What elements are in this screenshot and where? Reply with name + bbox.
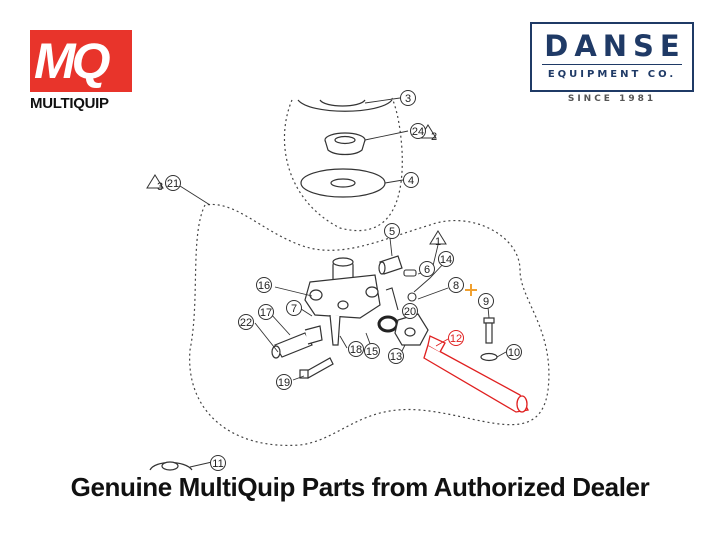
- callout-label-3: 3: [405, 93, 411, 105]
- callout-label-18: 18: [350, 344, 362, 356]
- callout-label-9: 9: [483, 296, 489, 308]
- part-shaft-highlighted: [423, 335, 529, 413]
- callout-circle: [210, 455, 226, 471]
- callout-circle: [403, 172, 419, 188]
- assembly-outline: [189, 97, 550, 446]
- multiquip-logo: MQ MULTIQUIP: [30, 30, 150, 112]
- callout-label-20: 20: [404, 306, 416, 318]
- callout-circle: [348, 341, 364, 357]
- callout-circle: [400, 90, 416, 106]
- callout-circle: [402, 303, 418, 319]
- callout-label-7: 7: [291, 303, 297, 315]
- callout-circle: [258, 304, 274, 320]
- part-washer: [300, 168, 386, 198]
- part-housing: [304, 257, 381, 346]
- callout-circle: [238, 314, 254, 330]
- callout-circle: [256, 277, 272, 293]
- mq-badge: MQ: [30, 30, 132, 92]
- callout-label-12: 12: [450, 333, 462, 345]
- callout-label-1: 1: [435, 236, 441, 248]
- mq-logo-text: MQ: [34, 33, 111, 89]
- callout-circle: [276, 374, 292, 390]
- callout-label-15: 15: [366, 346, 378, 358]
- callout-circle: [364, 343, 380, 359]
- callout-circle: [165, 175, 181, 191]
- part-o-ring: [377, 315, 399, 333]
- callout-label-19: 19: [278, 377, 290, 389]
- callout-label-5: 5: [389, 226, 395, 238]
- danse-since: SINCE 1981: [567, 94, 657, 104]
- plus-marker-icon: [465, 284, 477, 296]
- footer-tagline: Genuine MultiQuip Parts from Authorized …: [70, 472, 650, 502]
- callout-circle: [286, 300, 302, 316]
- callout-label-13: 13: [390, 351, 402, 363]
- part-adjust-shaft: [271, 325, 323, 359]
- part-bolt-19: [299, 357, 334, 379]
- callout-circle: [478, 293, 494, 309]
- callout-label-4: 4: [408, 175, 414, 187]
- callout-circle: [419, 261, 435, 277]
- callout-circle: [438, 251, 454, 267]
- callout-circle: [448, 330, 464, 346]
- callout-circle: [384, 223, 400, 239]
- danse-subtitle: EQUIPMENT CO.: [542, 64, 682, 80]
- danse-equipment-logo: DANSE EQUIPMENT CO.: [530, 22, 694, 92]
- callout-circle: [506, 344, 522, 360]
- callout-circle: [448, 277, 464, 293]
- callout-label-17: 17: [260, 307, 272, 319]
- callout-circle: [388, 348, 404, 364]
- callout-label-21: 21: [167, 178, 179, 190]
- part-11: [149, 461, 193, 471]
- callout-label-16: 16: [258, 280, 270, 292]
- callout-label-10: 10: [508, 347, 520, 359]
- part-bushing: [324, 132, 366, 156]
- callout-label-22: 22: [240, 317, 252, 329]
- callout-label-24: 24: [412, 126, 424, 138]
- callout-label-2: 2: [431, 131, 437, 143]
- callout-label-14: 14: [440, 254, 452, 266]
- part-clamp: [394, 313, 429, 346]
- warning-triangle-icons: [146, 124, 447, 245]
- callout-label-3: 3: [157, 181, 163, 193]
- callout-circle: [410, 123, 426, 139]
- callout-label-11: 11: [212, 458, 223, 470]
- callout-label-8: 8: [453, 280, 459, 292]
- multiquip-wordmark: MULTIQUIP: [30, 95, 109, 112]
- part-pin: [378, 255, 403, 275]
- part-top-plate: [297, 99, 393, 112]
- callout-label-6: 6: [424, 264, 430, 276]
- part-bolt: [480, 317, 498, 362]
- danse-wordmark: DANSE: [544, 29, 686, 63]
